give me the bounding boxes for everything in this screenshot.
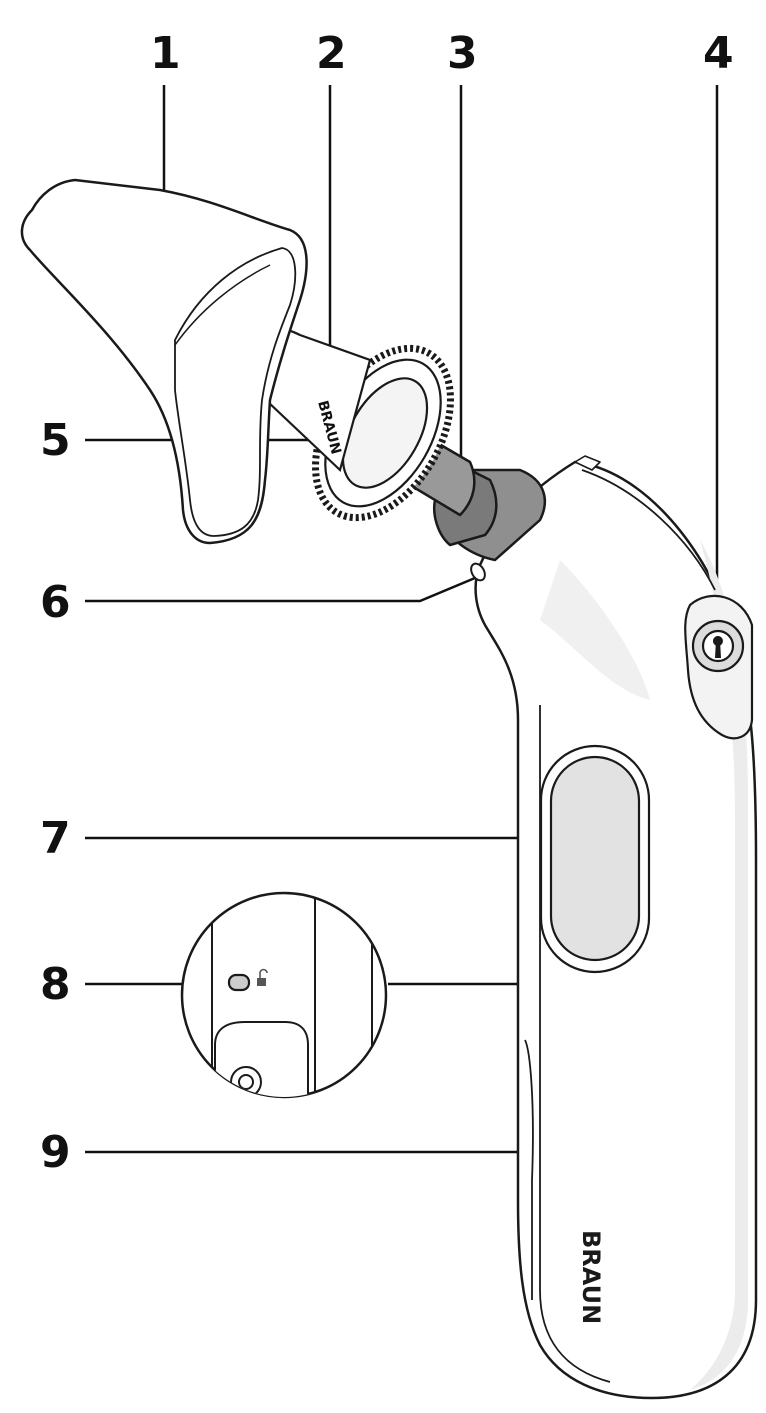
callout-6: 6 [40, 577, 71, 628]
ear-cap [20, 178, 308, 545]
measurement-button-group [539, 744, 651, 974]
callout-3: 3 [447, 28, 478, 79]
handle-logo: BRAUN [577, 1230, 605, 1324]
ear-cap-outline [20, 178, 308, 545]
callout-2: 2 [316, 28, 347, 79]
leader-line-6 [85, 576, 476, 603]
neck-shade [540, 560, 650, 700]
handle-face-line [539, 705, 611, 1383]
callout-4: 4 [703, 28, 734, 79]
callout-1: 1 [150, 28, 181, 79]
unlock-icon [257, 968, 268, 986]
top-ridge [581, 469, 716, 591]
inset-screw-inner [238, 1074, 254, 1090]
handle-shade [690, 540, 748, 1390]
eject-button-group [684, 594, 754, 740]
detector-pin [470, 562, 486, 582]
handle-edge-line [524, 1039, 534, 1300]
callout-9: 9 [40, 1127, 71, 1178]
callout-7: 7 [40, 813, 71, 864]
ear-cap-rim [174, 247, 297, 537]
callout-8: 8 [40, 959, 71, 1010]
ear-cap-inner [174, 264, 271, 346]
top-notch [574, 455, 601, 471]
probe-cover-detector [470, 562, 486, 582]
start-button[interactable] [549, 755, 641, 962]
inset-screw [230, 1066, 262, 1097]
detail-inset [180, 891, 388, 1099]
keyhole-icon [712, 636, 723, 658]
callout-5: 5 [40, 415, 71, 466]
lock-switch[interactable] [227, 973, 251, 992]
